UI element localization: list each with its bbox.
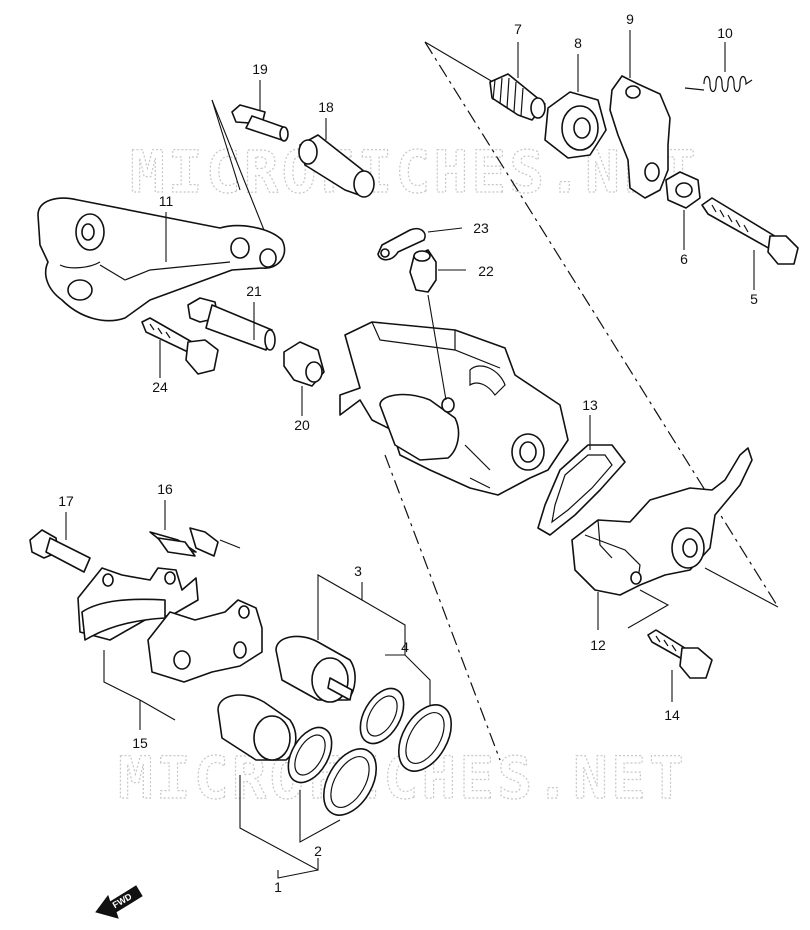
callout-24: 24 (152, 379, 168, 395)
part-4-seals (359, 687, 453, 772)
part-19-pin-bolt (231, 104, 289, 142)
part-16-shims (149, 500, 241, 557)
callout-21: 21 (246, 283, 262, 299)
callout-5: 5 (750, 291, 758, 307)
callout-13: 13 (582, 397, 598, 413)
part-9-lever (609, 30, 671, 199)
callout-7: 7 (514, 21, 522, 37)
callout-11: 11 (159, 193, 174, 209)
callout-22: 22 (478, 263, 494, 279)
part-18-boot (298, 134, 375, 198)
reference-triangle-right (424, 41, 779, 608)
leader-brackets (239, 574, 431, 879)
callout-10: 10 (717, 25, 733, 41)
callout-6: 6 (680, 251, 688, 267)
callout-17: 17 (58, 493, 74, 509)
callout-15: 15 (132, 735, 148, 751)
fwd-arrow-icon: FWD (95, 885, 143, 919)
part-20-boot (283, 341, 325, 387)
callout-16: 16 (157, 481, 173, 497)
part-5-bolt (701, 197, 799, 290)
part-15-brake-pads (77, 567, 263, 730)
callout-19: 19 (252, 61, 268, 77)
part-21-slide-pin (187, 297, 276, 351)
part-24-bolt (141, 317, 219, 375)
callout-14: 14 (664, 707, 680, 723)
callout-2: 2 (314, 843, 322, 859)
callout-18: 18 (318, 99, 334, 115)
callout-numbers: 1 2 3 4 5 6 7 8 9 10 11 12 13 14 15 16 1… (58, 11, 758, 895)
callout-12: 12 (590, 637, 606, 653)
watermark-top: MICROFICHES.NET (130, 138, 699, 206)
callout-leaders (159, 80, 327, 416)
callout-8: 8 (574, 35, 582, 51)
part-3-piston (275, 635, 356, 703)
part-8-roller (544, 54, 607, 159)
callout-20: 20 (294, 417, 310, 433)
part-1-piston (217, 694, 297, 761)
part-10-spring (684, 42, 753, 93)
part-7-spring (489, 42, 546, 121)
part-14-bolt (627, 589, 713, 702)
callout-1: 1 (274, 879, 282, 895)
part-12-lever-holder (571, 447, 753, 630)
callout-4: 4 (401, 639, 409, 655)
caliper-body (339, 294, 569, 496)
part-23-washer (377, 227, 463, 261)
callout-23: 23 (473, 220, 489, 236)
part-2-seals (287, 726, 378, 816)
part-17-bolt (29, 512, 91, 573)
callout-3: 3 (354, 563, 362, 579)
part-22-bleeder-valve (409, 249, 466, 293)
part-6-nut (665, 171, 701, 250)
part-13-gasket (537, 415, 626, 536)
part-11-caliper-bracket (37, 197, 286, 322)
callout-9: 9 (626, 11, 634, 27)
